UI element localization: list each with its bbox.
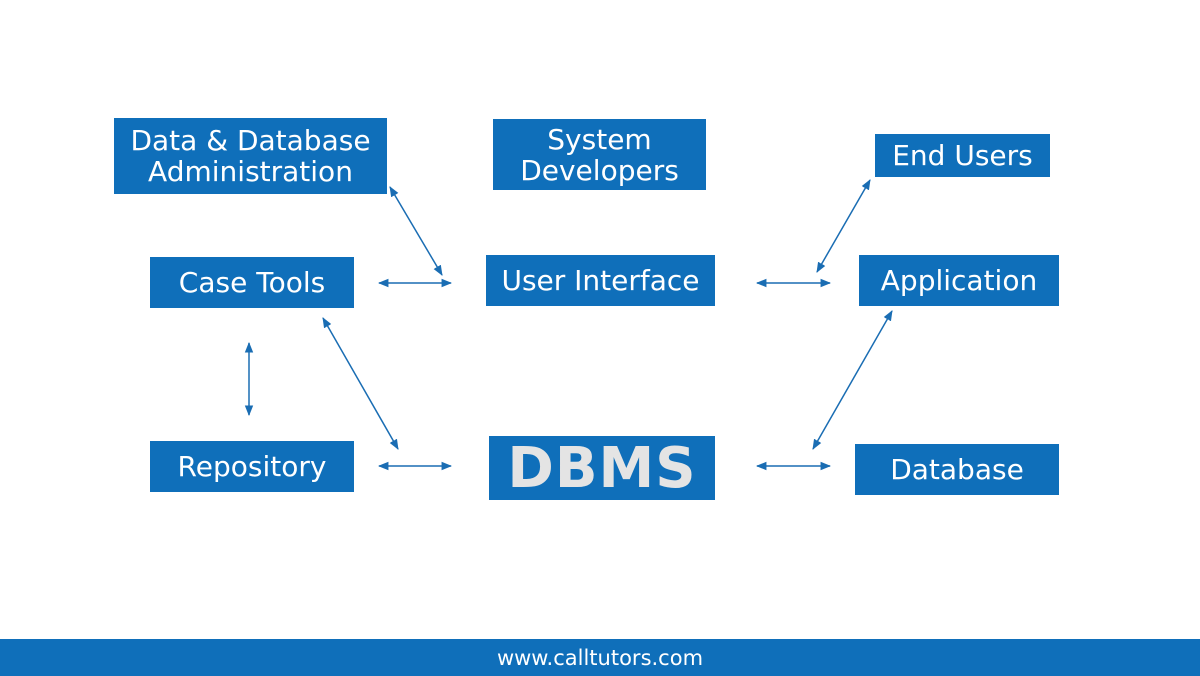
node-data-database-administration: Data & Database Administration bbox=[114, 118, 387, 194]
node-application: Application bbox=[859, 255, 1059, 306]
node-label-line: System bbox=[547, 122, 652, 156]
node-repository: Repository bbox=[150, 441, 354, 492]
node-case-tools: Case Tools bbox=[150, 257, 354, 308]
node-label: Application bbox=[880, 264, 1038, 297]
arrow-admin-to-user-interface bbox=[389, 186, 443, 276]
node-label: Case Tools bbox=[178, 266, 326, 299]
node-label: End Users bbox=[892, 139, 1033, 172]
node-system-developers: System Developers bbox=[493, 119, 706, 190]
node-user-interface: User Interface bbox=[486, 255, 715, 306]
node-label-line: Developers bbox=[520, 153, 679, 187]
node-label: Database bbox=[890, 453, 1024, 486]
node-label: User Interface bbox=[501, 264, 700, 297]
node-label: Repository bbox=[177, 450, 327, 483]
footer-url: www.calltutors.com bbox=[496, 645, 704, 670]
node-dbms: DBMS bbox=[489, 436, 715, 500]
arrow-application-to-end-users bbox=[816, 179, 871, 273]
footer-bar: www.calltutors.com bbox=[0, 639, 1200, 676]
node-database: Database bbox=[855, 444, 1059, 495]
node-label-line: Data & Database bbox=[130, 124, 371, 157]
node-end-users: End Users bbox=[875, 134, 1050, 177]
arrow-case-tools-to-dbms bbox=[322, 317, 399, 450]
node-label-line: Administration bbox=[148, 155, 353, 188]
arrow-dbms-to-application bbox=[812, 310, 893, 450]
